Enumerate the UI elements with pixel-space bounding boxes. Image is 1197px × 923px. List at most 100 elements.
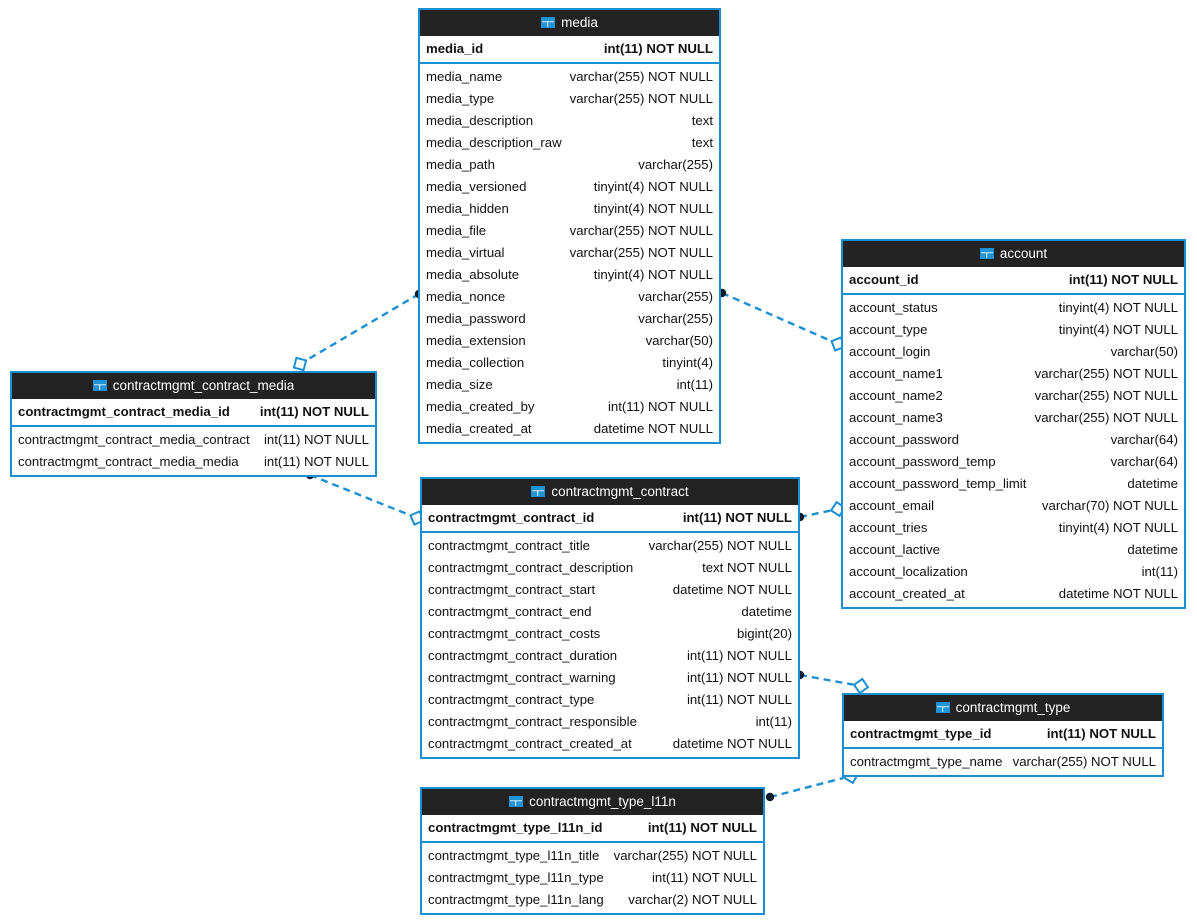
field-name: contractmgmt_contract_costs: [428, 626, 601, 641]
field-name: contractmgmt_contract_warning: [428, 670, 616, 685]
relationship-rel-contract-account[interactable]: [795, 500, 847, 522]
entity-header-contractmgmt_type[interactable]: contractmgmt_type: [844, 695, 1162, 721]
table-icon: [541, 17, 556, 28]
field-type: varchar(255) NOT NULL: [1012, 754, 1156, 769]
field-type: tinyint(4) NOT NULL: [1058, 322, 1178, 337]
entity-contractmgmt_type_l11n[interactable]: contractmgmt_type_l11n contractmgmt_type_…: [420, 787, 765, 915]
field-name: media_hidden: [426, 201, 509, 216]
field-name: media_type: [426, 91, 495, 106]
field-name: account_password_temp_limit: [849, 476, 1027, 491]
field-name: contractmgmt_contract_description: [428, 560, 634, 575]
field-name: contractmgmt_type_l11n_title: [428, 848, 600, 863]
field-name: media_file: [426, 223, 487, 238]
field-type: varchar(255) NOT NULL: [1034, 388, 1178, 403]
field-name: account_name3: [849, 410, 943, 425]
entity-header-account[interactable]: account: [843, 241, 1184, 267]
field-row[interactable]: contractmgmt_type_name varchar(255) NOT N…: [844, 751, 1162, 773]
field-type: varchar(255) NOT NULL: [569, 245, 713, 260]
field-type: int(11) NOT NULL: [607, 399, 713, 414]
field-type: tinyint(4) NOT NULL: [593, 179, 713, 194]
entity-header-media[interactable]: media: [420, 10, 719, 36]
entity-header-contractmgmt_type_l11n[interactable]: contractmgmt_type_l11n: [422, 789, 763, 815]
relationship-rel-contractmedia-contract[interactable]: [305, 470, 425, 526]
field-type: int(11) NOT NULL: [686, 670, 792, 685]
field-type: int(11) NOT NULL: [259, 404, 369, 419]
field-row[interactable]: account_name3 varchar(255) NOT NULL: [843, 407, 1184, 429]
field-row[interactable]: media_file varchar(255) NOT NULL: [420, 220, 719, 242]
entity-contractmgmt_contract_media[interactable]: contractmgmt_contract_media contractmgmt_…: [10, 371, 377, 477]
relationship-rel-media-account[interactable]: [717, 288, 846, 352]
entity-title: contractmgmt_type: [955, 700, 1071, 715]
relationship-rel-media-contractmedia[interactable]: [292, 289, 424, 372]
relationship-endpoint-diamond: [292, 356, 308, 372]
entity-header-contractmgmt_contract[interactable]: contractmgmt_contract: [422, 479, 798, 505]
field-type: varchar(255) NOT NULL: [569, 223, 713, 238]
entity-title: contractmgmt_type_l11n: [529, 794, 676, 809]
field-row[interactable]: contractmgmt_contract_warning int(11) NOT…: [422, 667, 798, 689]
field-type: varchar(255) NOT NULL: [1034, 410, 1178, 425]
field-type: int(11) NOT NULL: [682, 510, 792, 525]
entity-header-contractmgmt_contract_media[interactable]: contractmgmt_contract_media: [12, 373, 375, 399]
entity-title: contractmgmt_contract_media: [112, 378, 295, 393]
relationship-rel-contract-type[interactable]: [795, 670, 870, 695]
field-name: contractmgmt_type_name: [850, 754, 1003, 769]
field-type: varchar(50): [645, 333, 713, 348]
